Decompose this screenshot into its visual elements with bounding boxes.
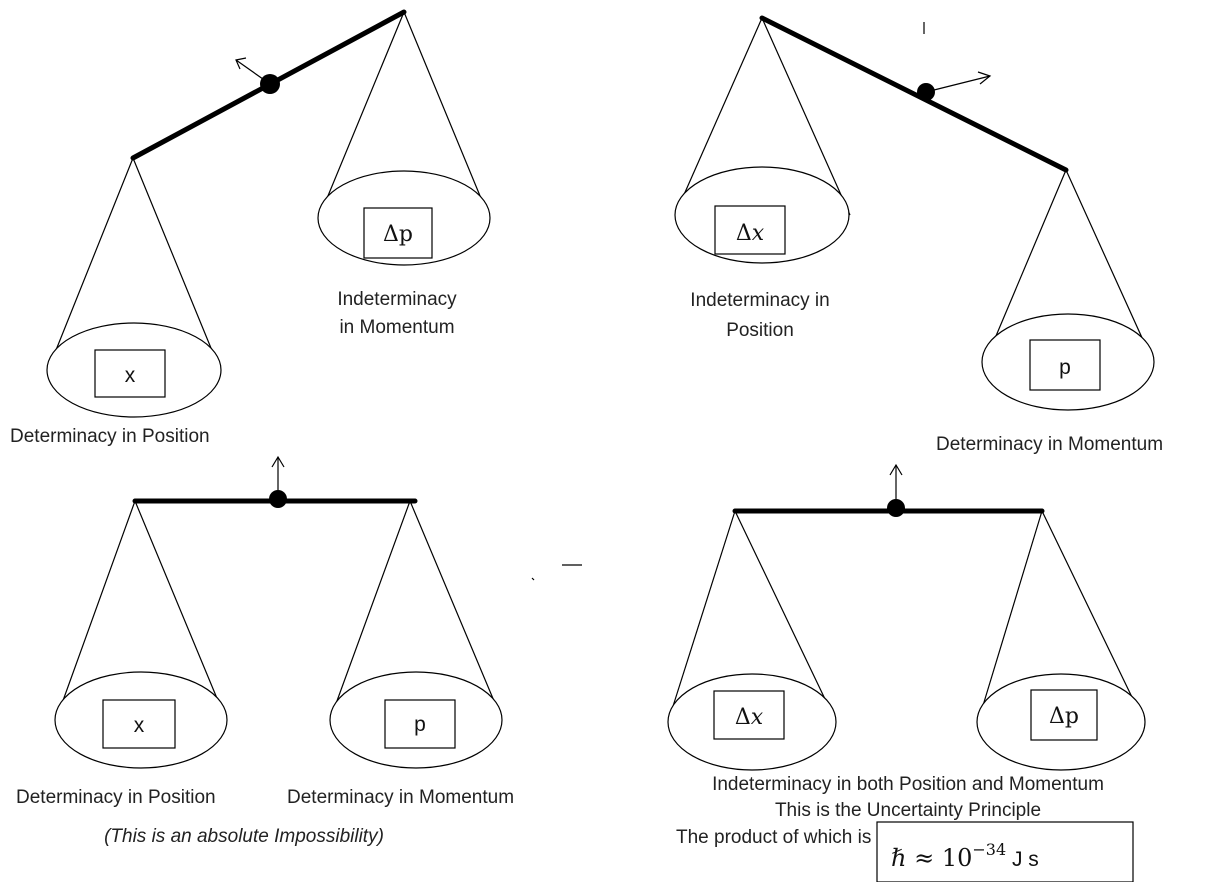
label-tr-left-line1: Indeterminacy in (690, 290, 829, 311)
string-bl-left-b (134, 500, 227, 721)
box-br-right (1030, 689, 1098, 741)
string-br-left-a (667, 510, 736, 723)
scale-bottom-left: x p Determinacy in Position Determinacy … (16, 455, 514, 847)
string-bl-right-b (409, 500, 503, 721)
pivot-bottom-left (269, 490, 287, 508)
caption-br-line1: Indeterminacy in both Position and Momen… (712, 774, 1104, 795)
box-text-tl-left: x (125, 364, 136, 387)
string-tl-left-a (47, 157, 134, 371)
formula-base: 10 (942, 844, 973, 872)
scale-top-left: x Δp Indeterminacy in Momentum Determina… (10, 9, 491, 447)
formula-hbar: ℏ ≈ (891, 844, 942, 872)
string-tl-left-b (132, 157, 221, 371)
string-tr-left-b (761, 17, 851, 216)
tilt-arrow-top-right (925, 71, 992, 93)
label-tr-right: Determinacy in Momentum (936, 434, 1163, 455)
label-tl-right-line1: Indeterminacy (337, 289, 457, 310)
up-arrow-bottom-left (271, 455, 285, 490)
string-br-right-a (977, 510, 1043, 723)
caption-br-line3: The product of which is (676, 827, 871, 848)
box-tl-right (363, 207, 433, 259)
box-text-br-right: Δp (1049, 704, 1079, 729)
formula-unit: J s (1006, 848, 1039, 871)
pivot-bottom-right (887, 499, 905, 517)
box-text-tr-right: p (1059, 356, 1071, 379)
string-bl-left-a (55, 500, 136, 721)
label-tl-left: Determinacy in Position (10, 426, 210, 447)
tilt-arrow-top-left (235, 57, 271, 85)
label-bl-left: Determinacy in Position (16, 787, 216, 808)
label-tl-right-line2: in Momentum (339, 317, 454, 338)
box-br-left (713, 690, 785, 740)
string-bl-right-a (329, 500, 411, 721)
formula: ℏ ≈ 10−34 J s (891, 840, 1039, 872)
string-tr-left-a (674, 17, 763, 216)
label-bl-right: Determinacy in Momentum (287, 787, 514, 808)
caption-br-line2: This is the Uncertainty Principle (775, 800, 1041, 821)
box-tr-left (714, 205, 786, 255)
box-text-tl-right: Δp (383, 222, 413, 247)
string-br-left-b (734, 510, 837, 723)
box-text-tr-left: Δ𝑥 (736, 221, 765, 246)
label-tr-left-line2: Position (726, 320, 794, 341)
box-tr-right (1029, 339, 1101, 391)
impossibility-note: (This is an absolute Impossibility) (104, 826, 384, 847)
box-bl-right (384, 699, 456, 749)
up-arrow-bottom-right (889, 463, 903, 499)
beam-top-right (759, 15, 1069, 173)
string-br-right-b (1041, 510, 1145, 723)
string-tr-right-b (1065, 169, 1154, 363)
scale-top-right: Δ𝑥 p Indeterminacy in Position Determina… (674, 15, 1163, 455)
box-text-bl-left: x (134, 714, 145, 737)
string-tl-right-b (403, 11, 491, 221)
box-tl-left (94, 349, 166, 398)
stray-dot (531, 577, 535, 581)
box-text-bl-right: p (414, 713, 426, 736)
formula-exponent: −34 (972, 840, 1006, 859)
formula-box (876, 821, 1134, 882)
box-bl-left (102, 699, 176, 749)
string-tr-right-a (984, 169, 1067, 363)
box-text-br-left: Δ𝑥 (735, 705, 764, 730)
scale-bottom-right: Δ𝑥 Δp Indeterminacy in both Position and… (667, 463, 1146, 882)
string-tl-right-a (317, 11, 405, 221)
